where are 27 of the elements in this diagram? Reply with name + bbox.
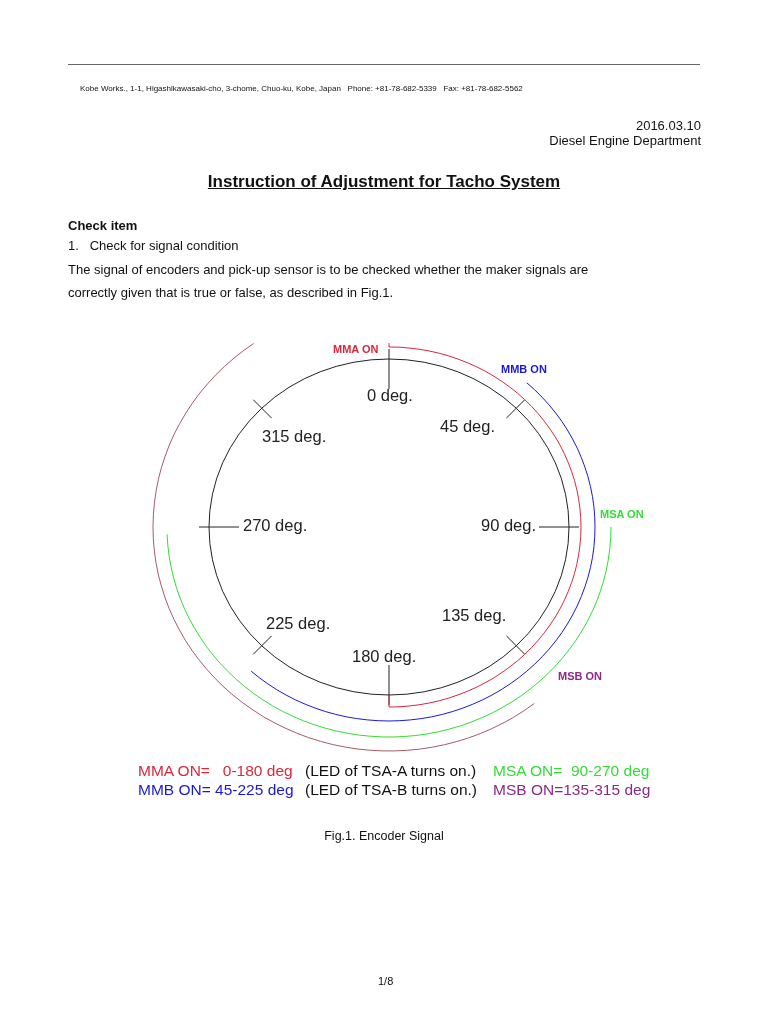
address-text: Kobe Works., 1-1, Higashikawasaki-cho, 3-chome, Chuo-ku, Kobe, Japan Phone: +81-78-682-5339 Fax: +81-78-682-5562 bbox=[80, 84, 523, 93]
note-text: (LED of TSA-B turns on.) bbox=[305, 781, 477, 799]
description-paragraph: The signal of encoders and pick-up sensor is to be checked whether the maker signals are correctly given that is true or false, as described in Fig.1. bbox=[68, 261, 590, 302]
signal-label: MSA ON bbox=[600, 508, 644, 520]
signal-label: MMA ON bbox=[333, 343, 379, 355]
signal-range-text: MMB ON= 45-225 deg bbox=[138, 781, 294, 799]
department-text: Diesel Engine Department bbox=[548, 133, 701, 148]
angle-label: 90 deg. bbox=[481, 516, 537, 535]
page-number: 1/8 bbox=[378, 975, 394, 987]
angle-label: 225 deg. bbox=[266, 614, 331, 633]
signal-range-text: MSA ON= 90-270 deg bbox=[493, 762, 650, 780]
angle-label: 270 deg. bbox=[243, 516, 308, 535]
document-title: Instruction of Adjustment for Tacho System bbox=[206, 172, 562, 192]
signal-range-text: MMA ON= 0-180 deg bbox=[138, 762, 293, 780]
signal-range-text: MSB ON=135-315 deg bbox=[493, 781, 651, 799]
angle-label: 45 deg. bbox=[440, 417, 496, 436]
signal-label: MMB ON bbox=[501, 363, 547, 375]
angle-label: 315 deg. bbox=[262, 427, 327, 446]
date-text: 2016.03.10 bbox=[634, 118, 701, 133]
signal-label: MSB ON bbox=[558, 670, 602, 682]
check-item-text: 1. Check for signal condition bbox=[68, 238, 239, 253]
figure-caption: Fig.1. Encoder Signal bbox=[323, 829, 445, 843]
angle-label: 135 deg. bbox=[442, 606, 507, 625]
note-text: (LED of TSA-A turns on.) bbox=[305, 762, 477, 780]
angle-label: 180 deg. bbox=[352, 647, 417, 666]
angle-label: 0 deg. bbox=[367, 386, 413, 405]
section-heading: Check item bbox=[68, 218, 138, 233]
